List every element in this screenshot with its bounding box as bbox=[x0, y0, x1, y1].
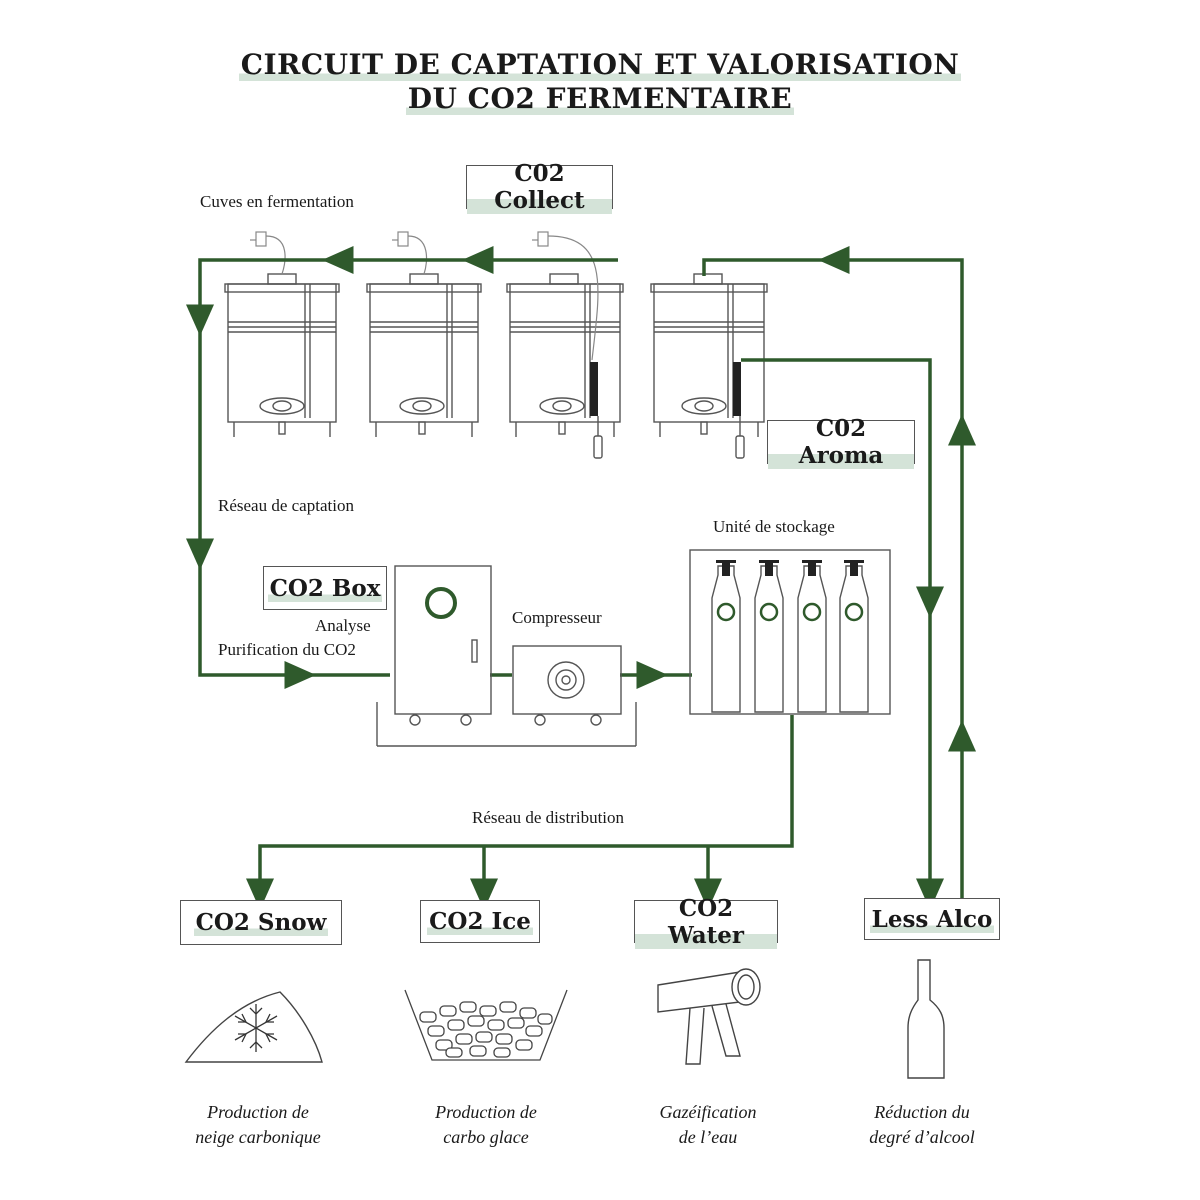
caption-ice-line2: carbo glace bbox=[443, 1127, 529, 1147]
label-reseau-captation: Réseau de captation bbox=[218, 496, 354, 515]
module-co2-snow: CO2 Snow bbox=[180, 900, 342, 945]
tank-2 bbox=[366, 273, 482, 437]
module-co2-ice: CO2 Ice bbox=[420, 900, 540, 943]
gas-cylinder-2 bbox=[754, 560, 784, 713]
tank-3 bbox=[506, 273, 624, 459]
label-compresseur: Compresseur bbox=[512, 608, 602, 627]
compressor bbox=[512, 645, 622, 726]
caption-water-line2: de l’eau bbox=[678, 1127, 738, 1147]
tank-1 bbox=[224, 273, 340, 437]
fermentation-valves bbox=[250, 231, 599, 361]
module-co2-box: CO2 Box bbox=[263, 566, 387, 610]
caption-snow: Production de neige carbonique bbox=[148, 1100, 368, 1150]
label-reseau-distribution: Réseau de distribution bbox=[472, 808, 625, 827]
capture-network bbox=[186, 246, 976, 910]
gas-cylinder-3 bbox=[797, 560, 827, 713]
page-title-line1: CIRCUIT DE CAPTATION ET VALORISATION bbox=[238, 48, 962, 81]
caption-snow-line2: neige carbonique bbox=[195, 1127, 321, 1147]
water-gun-icon bbox=[657, 968, 761, 1065]
caption-water: Gazéification de l’eau bbox=[598, 1100, 818, 1150]
bottle-icon bbox=[907, 959, 945, 1079]
ice-basket-icon bbox=[404, 989, 568, 1061]
caption-ice-line1: Production de bbox=[435, 1102, 537, 1122]
module-co2-water: CO2 Water bbox=[634, 894, 778, 949]
gas-cylinder-1 bbox=[711, 560, 741, 713]
caption-less-alco-line1: Réduction du bbox=[874, 1102, 970, 1122]
caption-less-alco-line2: degré d’alcool bbox=[869, 1127, 975, 1147]
module-co2-collect: C02 Collect bbox=[466, 160, 613, 214]
snow-pile-icon bbox=[184, 991, 323, 1063]
label-stockage: Unité de stockage bbox=[713, 517, 835, 536]
label-purification: Purification du CO2 bbox=[218, 640, 356, 659]
tank-4 bbox=[650, 273, 768, 459]
caption-less-alco: Réduction du degré d’alcool bbox=[812, 1100, 1032, 1150]
gas-cylinder-4 bbox=[839, 560, 869, 713]
caption-water-line1: Gazéification bbox=[659, 1102, 757, 1122]
module-co2-aroma: C02 Aroma bbox=[767, 415, 915, 469]
label-cuves: Cuves en fermentation bbox=[200, 192, 354, 211]
module-less-alco: Less Alco bbox=[864, 898, 1000, 940]
co2-box-cabinet bbox=[376, 565, 637, 747]
caption-snow-line1: Production de bbox=[207, 1102, 309, 1122]
storage-unit bbox=[689, 549, 891, 715]
label-analyse: Analyse bbox=[315, 616, 371, 635]
page-title-line2: DU CO2 FERMENTAIRE bbox=[405, 82, 795, 115]
caption-ice: Production de carbo glace bbox=[376, 1100, 596, 1150]
